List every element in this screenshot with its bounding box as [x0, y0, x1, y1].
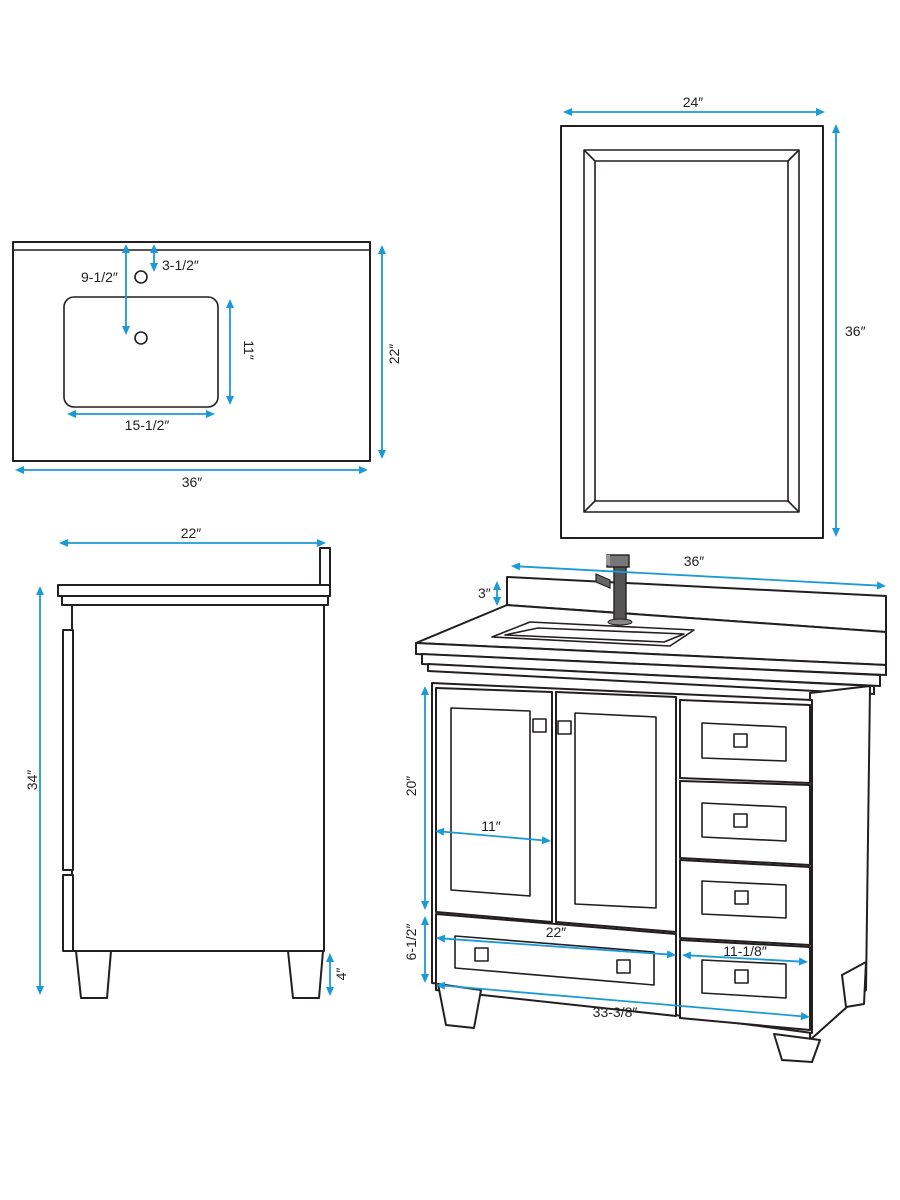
vanity-side-view — [57, 547, 331, 999]
dim-sink-depth-arrow-end — [226, 396, 234, 405]
dim-vanity-width-arrow-start — [511, 562, 521, 571]
dim-vanity-width — [516, 565, 881, 587]
dim-faucet-offset-arrow-start — [150, 244, 158, 253]
dimension-labels: 36″ 22″ 3-1/2″ 9-1/2″ 11″ 15-1/2″ 24″ 36… — [24, 94, 866, 1020]
front-left-leg — [437, 983, 482, 1029]
countertop-top-view — [12, 241, 371, 462]
dim-top-depth-arrow-start — [378, 245, 386, 254]
dim-leg-height-arrow-end — [326, 987, 334, 996]
dim-side-height-arrow-end — [36, 986, 44, 995]
dim-cabinet-width-arrow-start — [436, 981, 446, 990]
mirror-front-view — [560, 125, 824, 539]
dim-small-drawer-width-arrow-start — [682, 951, 692, 960]
label-side-depth: 22″ — [181, 525, 202, 541]
right-door — [555, 691, 677, 933]
label-cabinet-width: 33-3/8″ — [593, 1004, 638, 1020]
dim-door-width-arrow-end — [541, 836, 551, 845]
dim-cabinet-width-arrow-end — [800, 1012, 810, 1021]
drain-hole — [134, 331, 148, 345]
right-drawer-2 — [679, 780, 811, 866]
label-faucet-offset: 3-1/2″ — [162, 257, 199, 273]
dim-top-width-arrow-end — [359, 466, 368, 474]
right-drawer-4 — [679, 939, 811, 1031]
left-door — [435, 687, 553, 923]
dim-drawer-height-arrow-start — [421, 916, 429, 925]
label-leg-height: 4″ — [333, 968, 349, 981]
dim-cabinet-width — [441, 984, 805, 1018]
label-backsplash-height: 3″ — [478, 585, 491, 601]
label-sink-depth: 11″ — [241, 340, 257, 360]
label-sink-width: 15-1/2″ — [125, 417, 170, 433]
dim-door-height-arrow-end — [421, 901, 429, 910]
label-side-height: 34″ — [24, 770, 40, 791]
dim-side-depth-arrow-start — [59, 539, 68, 547]
right-drawer-3 — [679, 859, 811, 946]
dim-sink-depth-arrow-start — [226, 299, 234, 308]
front-right-leg — [773, 1033, 821, 1063]
dim-leg-height-arrow-start — [326, 953, 334, 962]
label-vanity-width: 36″ — [684, 553, 705, 569]
dim-drain-offset-arrow-start — [122, 244, 130, 253]
dim-drawer-height-arrow-end — [421, 974, 429, 983]
dim-drain-offset-arrow-end — [122, 326, 130, 335]
dim-side-depth-arrow-end — [317, 539, 326, 547]
label-door-height: 20″ — [403, 776, 419, 797]
dim-faucet-offset-arrow-end — [150, 263, 158, 272]
dim-backsplash-height-arrow-start — [493, 581, 501, 590]
dim-sink-width-arrow-end — [206, 410, 215, 418]
dim-mirror-height-arrow-start — [832, 124, 840, 133]
label-drawer-width: 22″ — [546, 924, 567, 940]
dim-drawer-width-arrow-start — [436, 934, 446, 943]
dim-mirror-width-arrow-end — [816, 108, 825, 116]
dim-door-height-arrow-start — [421, 686, 429, 695]
sink-basin — [491, 621, 695, 647]
label-drawer-height: 6-1/2″ — [403, 924, 419, 961]
label-mirror-width: 24″ — [683, 94, 704, 110]
dim-sink-width-arrow-start — [67, 410, 76, 418]
dim-mirror-height-arrow-end — [832, 528, 840, 537]
label-door-width: 11″ — [481, 818, 501, 834]
right-drawer-1 — [679, 699, 811, 784]
faucet — [595, 554, 633, 626]
dim-door-width-arrow-start — [435, 827, 445, 836]
back-right-leg — [841, 961, 867, 1008]
faucet-hole — [134, 270, 148, 284]
dim-small-drawer-width-arrow-end — [798, 957, 808, 966]
dim-door-width — [440, 830, 546, 842]
label-drain-offset: 9-1/2″ — [81, 269, 118, 285]
dim-top-depth-arrow-end — [378, 450, 386, 459]
dim-drawer-width — [441, 937, 671, 956]
dim-small-drawer-width — [687, 954, 803, 963]
label-mirror-height: 36″ — [845, 323, 866, 339]
dim-drawer-width-arrow-end — [666, 950, 676, 959]
label-small-drawer-width: 11-1/8″ — [723, 943, 767, 959]
dim-vanity-width-arrow-end — [876, 581, 886, 590]
dim-side-height-arrow-start — [36, 586, 44, 595]
dim-top-width-arrow-start — [15, 466, 24, 474]
vanity-front-view — [415, 554, 887, 1063]
dim-mirror-width-arrow-start — [563, 108, 572, 116]
label-top-width: 36″ — [182, 474, 203, 490]
dim-backsplash-height-arrow-end — [493, 597, 501, 606]
dimension-lines — [15, 108, 886, 1021]
label-top-depth: 22″ — [386, 344, 402, 365]
